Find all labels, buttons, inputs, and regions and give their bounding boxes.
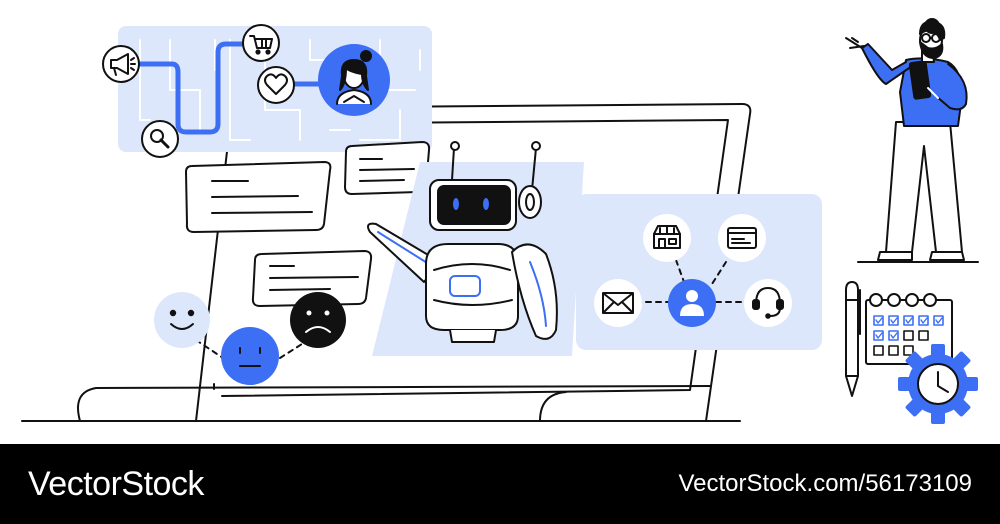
chat-bubble-middle	[251, 250, 373, 307]
shopping-cart-icon	[242, 24, 280, 62]
heart-icon	[257, 66, 295, 104]
search-icon	[141, 120, 179, 158]
megaphone-icon	[102, 45, 140, 83]
illustration	[21, 18, 979, 424]
browser-window-icon	[718, 214, 766, 262]
pen-icon	[845, 281, 861, 397]
presenter-man	[845, 18, 979, 263]
service-hub-panel	[576, 194, 822, 350]
journey-map-panel	[102, 24, 432, 158]
brand-logo-text[interactable]: VectorStock	[28, 464, 204, 503]
store-icon	[643, 214, 691, 262]
sad-face-icon	[290, 292, 346, 348]
neutral-face-icon	[221, 327, 279, 385]
sentiment-faces	[154, 292, 346, 393]
customer-avatar-icon	[318, 44, 390, 116]
chat-bubble-small	[344, 141, 431, 195]
gear-clock-icon	[898, 344, 978, 424]
calendar-icon	[865, 293, 953, 365]
envelope-icon	[594, 279, 642, 327]
chatbot-robot	[367, 141, 584, 356]
user-icon	[668, 279, 716, 327]
image-id-text[interactable]: VectorStock.com/56173109	[678, 470, 972, 497]
journey-route	[119, 41, 263, 135]
headset-icon	[744, 279, 792, 327]
chat-bubble-large	[185, 161, 332, 233]
happy-face-icon	[154, 292, 210, 348]
laptop	[77, 103, 752, 422]
footer-bar: VectorStock VectorStock.com/56173109	[0, 444, 1000, 524]
